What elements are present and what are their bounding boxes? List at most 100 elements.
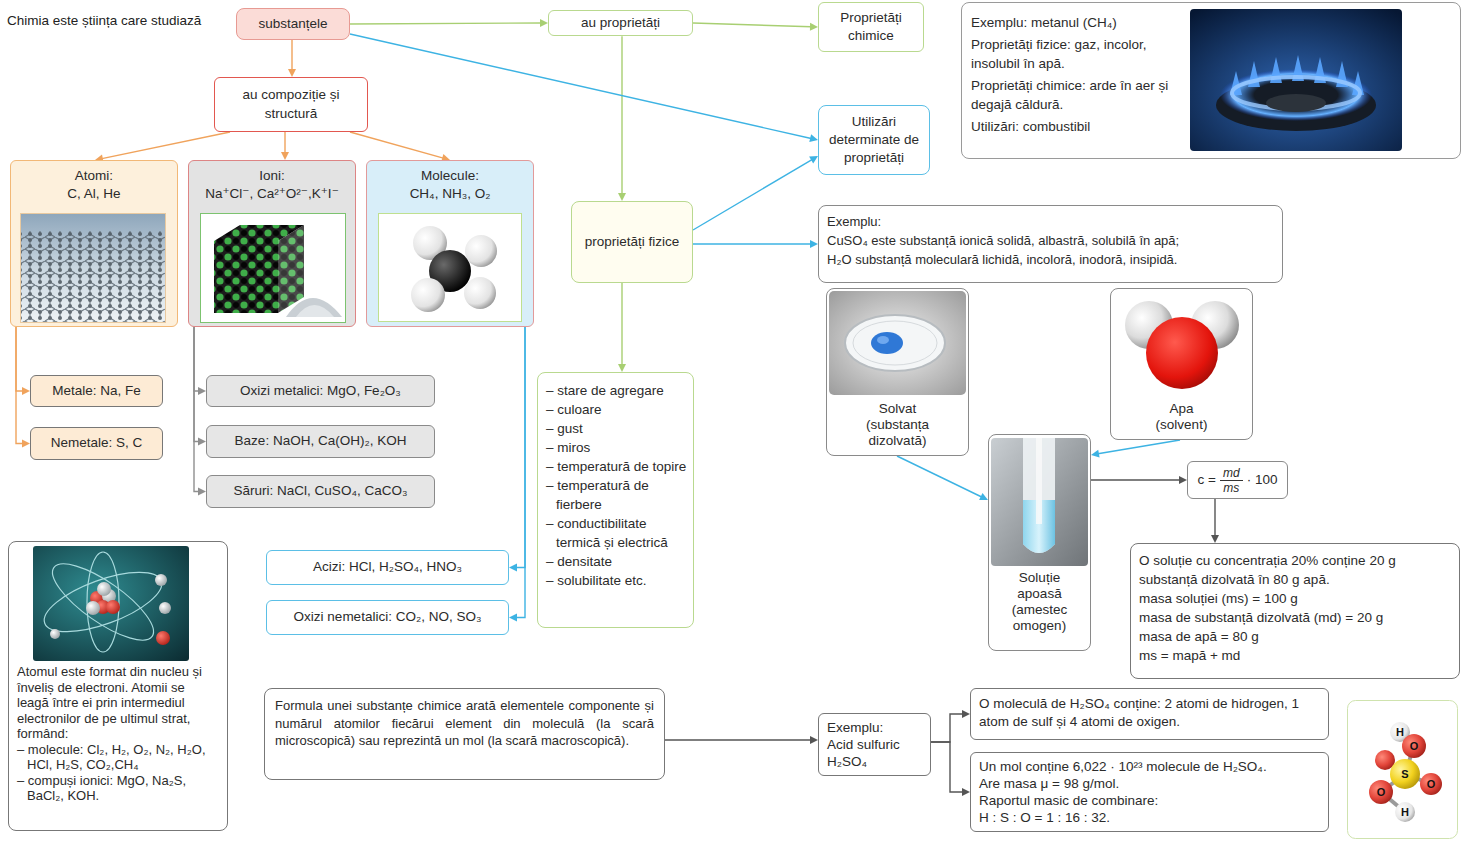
- node-text: au compoziție și structură: [223, 86, 359, 122]
- connector-line: [665, 739, 811, 740]
- illustration-part: [155, 574, 167, 586]
- arrow-head: [198, 438, 206, 446]
- illustration-part: [845, 315, 945, 371]
- illustration-part: [1220, 69, 1372, 121]
- node-text: H₂O substanță moleculară lichidă, incolo…: [827, 251, 1274, 268]
- atom-letter: O: [1373, 784, 1389, 800]
- atom-letter: H: [1392, 724, 1408, 740]
- connector: [693, 240, 818, 248]
- arrow-head: [618, 364, 626, 372]
- node-text: Utilizări: combustibil: [971, 117, 1170, 137]
- node-text: Soluție apoasă (amestec omogen): [998, 570, 1081, 634]
- illustration-part: [156, 631, 170, 645]
- connector: [693, 156, 818, 230]
- connector-line: [350, 132, 443, 158]
- illustration-part: [1036, 438, 1042, 524]
- class-box: Săruri: NaCl, CuSO₄, CaCO₃: [206, 475, 435, 508]
- illustration-part: [159, 602, 171, 614]
- class-box: Oxizi nemetalici: CO₂, NO, SO₃: [266, 600, 509, 635]
- class-box: Nemetale: S, C: [30, 427, 163, 460]
- link-box: au proprietăți: [548, 10, 693, 36]
- node-text: Un mol conține 6,022 · 10²³ molecule de …: [979, 758, 1320, 775]
- node-text: Proprietăți fizice: gaz, incolor, insolu…: [971, 35, 1170, 74]
- node-text: – temperatură de topire: [546, 457, 687, 476]
- illustration-part: [33, 546, 189, 661]
- node-text: – compuși ionici: MgO, Na₂S, BaCl₂, KOH.: [17, 773, 219, 804]
- node-text: Nemetale: S, C: [51, 434, 143, 452]
- arrow-head: [1211, 535, 1219, 543]
- illustration-part: [465, 235, 497, 267]
- illustration-part: [829, 291, 966, 395]
- illustration-part: [106, 600, 120, 614]
- connector-line: [516, 327, 525, 568]
- illustration-part: [411, 278, 445, 312]
- illustration-part: [464, 277, 496, 309]
- connector: [618, 283, 626, 372]
- node-text: H : S : O = 1 : 16 : 32.: [979, 809, 1320, 826]
- illustration-part: [87, 552, 119, 652]
- node-text: O moleculă de H₂SO₄ conține: 2 atomi de …: [979, 695, 1320, 731]
- illustration-part: [991, 438, 1088, 566]
- node-text: Atomi:: [75, 167, 113, 185]
- connector: [16, 327, 30, 395]
- connector: [288, 40, 296, 77]
- arrow-head: [540, 19, 548, 27]
- label-holder: O: [1406, 738, 1422, 754]
- connector-line: [897, 456, 982, 497]
- connector-line: [350, 34, 811, 139]
- connector: [618, 36, 626, 201]
- illustration-part: [286, 298, 342, 317]
- example-box: O soluție cu concentrația 20% conține 20…: [1130, 543, 1460, 679]
- node-text: Exemplu: metanul (CH₄): [971, 13, 1170, 33]
- node-text: Oxizi metalici: MgO, Fe₂O₃: [240, 382, 401, 400]
- illustration-part: [201, 214, 346, 323]
- concept-box: Proprietăți chimice: [818, 2, 924, 52]
- connector-line: [1091, 479, 1180, 480]
- image-box: Solvat (substanța dizolvată): [826, 288, 969, 456]
- illustration-part: [42, 551, 163, 653]
- arrow-head: [809, 134, 818, 142]
- illustration-part: [871, 332, 903, 354]
- arrow-head: [962, 788, 970, 796]
- illustration-part: [853, 321, 937, 365]
- illustration: [20, 213, 166, 323]
- concept-box: proprietăți fizice: [571, 201, 693, 283]
- node-text: – miros: [546, 438, 687, 457]
- arrow-head: [979, 493, 988, 500]
- connector: [931, 742, 970, 796]
- formula-box: c =mdms· 100: [1187, 461, 1288, 499]
- connector-line: [350, 23, 541, 24]
- connector-line: [693, 23, 811, 27]
- concept-box: Utilizări determinate de proprietăți: [818, 105, 930, 175]
- node-text: Proprietăți chimice: [825, 9, 917, 45]
- node-text: substanțele: [258, 15, 327, 33]
- illustration: [378, 213, 523, 323]
- node-text: Raportul masic de combinare:: [979, 792, 1320, 809]
- class-box: Metale: Na, Fe: [30, 375, 163, 407]
- node-text: Exemplu:: [827, 719, 922, 736]
- illustration-part: [21, 214, 166, 323]
- node-text: Apa (solvent): [1142, 401, 1221, 433]
- node-text: Metale: Na, Fe: [52, 382, 141, 400]
- arrow-head: [810, 23, 818, 31]
- illustration-part: [877, 336, 889, 344]
- connector-line: [194, 327, 199, 492]
- connector: [1091, 476, 1187, 484]
- illustration-part: [86, 601, 100, 615]
- connector-line: [1098, 440, 1180, 454]
- connector-line: [1214, 499, 1215, 536]
- connector: [281, 132, 289, 160]
- node-text: ms = mapă + md: [1139, 646, 1451, 665]
- illustration: [829, 291, 966, 395]
- intro-text: Chimia este știința care studiază: [7, 12, 201, 30]
- illustration-part: [1146, 317, 1218, 389]
- node-text: Baze: NaOH, Ca(OH)₂, KOH: [235, 432, 407, 450]
- connector: [95, 132, 230, 162]
- label-holder: O: [1373, 784, 1389, 800]
- node-text: Ioni:: [259, 167, 285, 185]
- node-text: masa soluției (ms) = 100 g: [1139, 589, 1451, 608]
- connector-line: [102, 132, 230, 159]
- node-text: masa de apă = 80 g: [1139, 627, 1451, 646]
- arrow-head: [281, 152, 289, 160]
- node-text: Na⁺Cl⁻, Ca²⁺O²⁻,K⁺I⁻: [205, 185, 339, 203]
